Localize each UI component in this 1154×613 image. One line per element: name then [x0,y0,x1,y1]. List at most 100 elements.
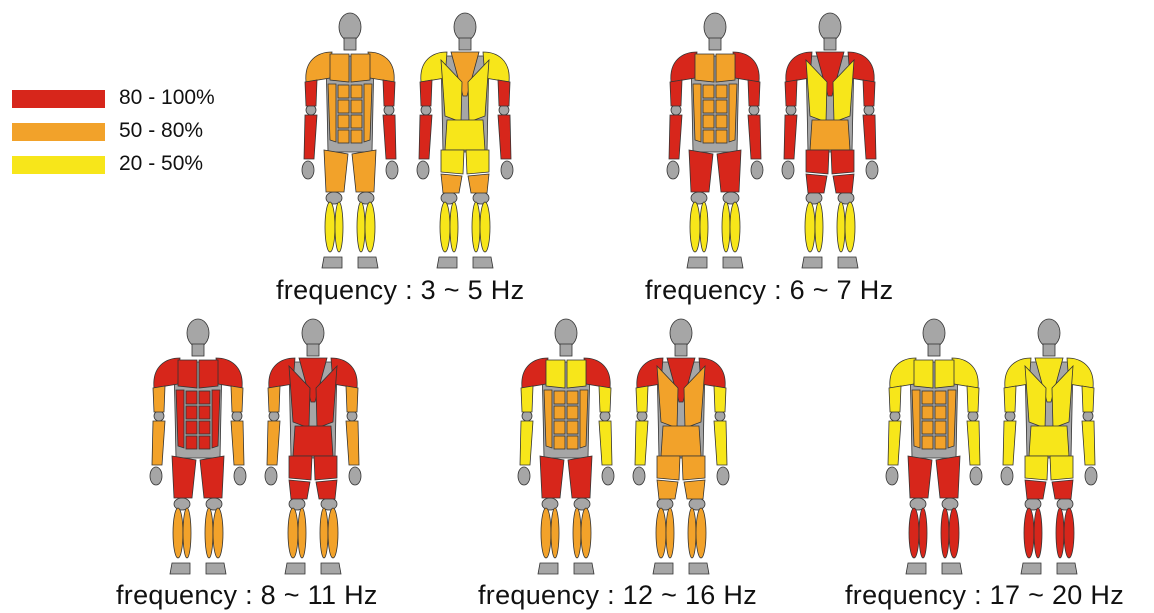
left-quadriceps [689,150,713,192]
right-abdominal [567,436,578,449]
right-foot [321,563,341,574]
left-hamstring [1025,480,1046,499]
front-figure [148,318,248,580]
left-elbow [1005,411,1015,421]
neck [1043,344,1055,356]
left-calf-inner [815,202,823,252]
front-body-svg [884,318,984,580]
left-foot [322,257,342,268]
left-upper-arm [785,80,797,106]
left-hamstring [441,174,462,193]
right-quadriceps [352,150,376,192]
right-abdominal [935,421,946,434]
left-foot [906,563,926,574]
neck [307,344,319,356]
right-forearm [346,421,359,465]
right-quadriceps [717,150,741,192]
left-pectoral [178,360,197,388]
right-elbow [1083,411,1093,421]
left-pectoral [330,54,349,82]
right-foot [1057,563,1077,574]
right-calf-inner [573,508,581,558]
left-shoulder [890,358,916,388]
right-calf-outer [1064,508,1074,558]
right-hamstring [468,174,489,193]
left-calf-inner [919,508,927,558]
left-hand [518,467,530,485]
right-elbow [347,411,357,421]
lower-back [810,120,850,150]
left-foot [802,257,822,268]
left-forearm [635,421,648,465]
right-elbow [715,411,725,421]
right-hamstring [684,480,705,499]
right-calf-inner [941,508,949,558]
front-body-svg [300,12,400,274]
right-foot [206,563,226,574]
right-hand [386,161,398,179]
left-upper-arm [153,386,165,412]
left-shoulder [671,52,697,82]
right-calf-inner [837,202,845,252]
right-calf-outer [581,508,591,558]
right-shoulder [733,52,759,82]
right-calf-inner [320,508,328,558]
neck [709,38,721,50]
right-calf-inner [472,202,480,252]
right-calf-inner [722,202,730,252]
left-upper-arm [636,386,648,412]
left-elbow [637,411,647,421]
right-calf-inner [205,508,213,558]
left-abdominal [338,130,349,143]
left-calf-inner [298,508,306,558]
left-forearm [304,115,317,159]
neck [344,38,356,50]
right-calf-inner [688,508,696,558]
right-forearm [863,115,876,159]
right-elbow [968,411,978,421]
left-foot [687,257,707,268]
lower-back [661,426,701,456]
right-forearm [967,421,980,465]
left-abdominal [186,406,197,419]
left-calf-outer [541,508,551,558]
right-foot [942,563,962,574]
right-hand [717,467,729,485]
left-abdominal [186,421,197,434]
lower-back [1029,426,1069,456]
left-glute [657,456,680,480]
right-abdominal [351,85,362,98]
caption-3-5hz: frequency : 3 ~ 5 Hz [276,275,524,306]
back-body-svg [631,318,731,580]
left-hamstring [806,174,827,193]
right-calf-inner [357,202,365,252]
front-body-svg [148,318,248,580]
right-elbow [600,411,610,421]
left-abdominal [922,421,933,434]
left-shoulder [154,358,180,388]
caption-12-16hz: frequency : 12 ~ 16 Hz [478,580,757,611]
front-figure [884,318,984,580]
left-abdominal [554,421,565,434]
right-upper-arm [967,386,979,412]
left-calf-inner [700,202,708,252]
right-upper-arm [1082,386,1094,412]
left-calf-inner [551,508,559,558]
right-upper-arm [498,80,510,106]
caption-6-7hz: frequency : 6 ~ 7 Hz [645,275,893,306]
front-body-svg [665,12,765,274]
left-forearm [1003,421,1016,465]
left-forearm [888,421,901,465]
right-quadriceps [568,456,592,498]
right-forearm [714,421,727,465]
right-pectoral [199,360,218,388]
left-glute [806,150,829,174]
left-upper-arm [889,386,901,412]
left-hamstring [289,480,310,499]
front-figure [300,12,400,274]
left-abdominal [186,436,197,449]
left-forearm [784,115,797,159]
head [555,319,577,347]
left-abdominal [922,406,933,419]
left-abdominal [703,100,714,113]
